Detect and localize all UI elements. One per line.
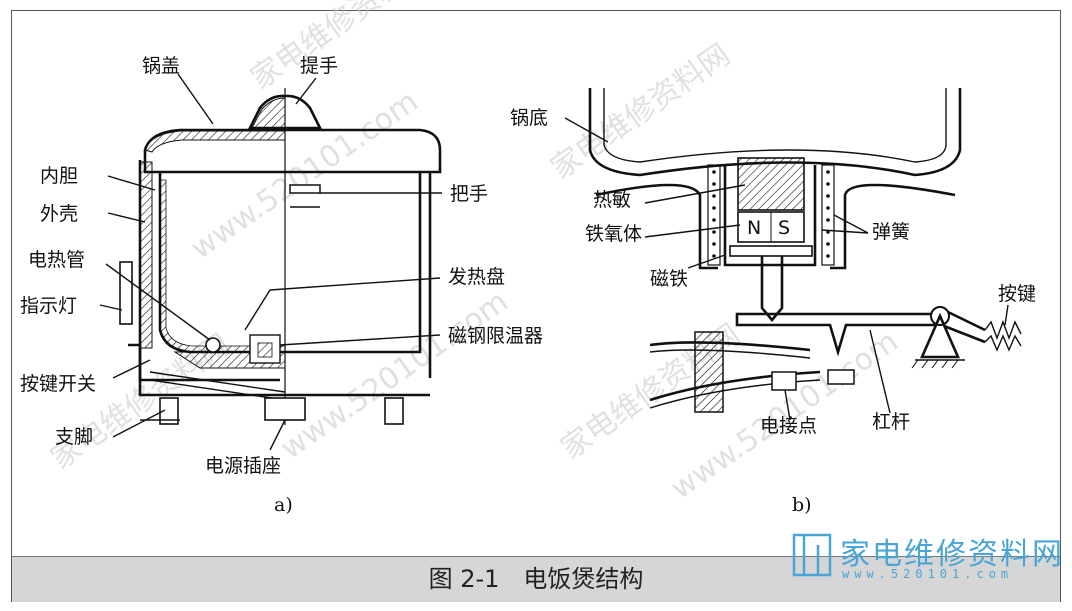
caption-bar: 图 2-1 电饭煲结构 (12, 556, 1060, 602)
label-spring: 弹簧 (872, 221, 910, 243)
watermark-text: www.520101.com (275, 284, 515, 467)
panel-b-limiter-detail: N S 锅底 热敏 铁氧 (510, 88, 1036, 516)
label-inner-pot: 内胆 (40, 165, 78, 187)
magnet-pole-s: S (778, 217, 790, 239)
label-side-handle: 把手 (450, 183, 488, 205)
label-pot-lid: 锅盖 (142, 55, 180, 77)
label-foot: 支脚 (55, 426, 93, 448)
figure-frame (11, 10, 1061, 602)
label-contact: 电接点 (760, 415, 817, 437)
label-heating-plate: 发热盘 (448, 266, 505, 288)
label-ferrite-1: 热敏 (593, 189, 631, 211)
label-key-switch: 按键开关 (20, 373, 96, 395)
panel-a-rice-cooker-section: 锅盖 提手 内胆 外壳 电热管 指示灯 按键开关 支脚 把手 发热盘 磁钢限温器… (20, 55, 543, 516)
watermark-text: www.520101.com (185, 84, 425, 267)
logo-mark-icon (792, 533, 832, 577)
panel-b-sublabel: b) (792, 494, 812, 516)
logo-url: www.520101.com (842, 567, 1014, 581)
label-button: 按键 (998, 283, 1036, 305)
site-logo: 家电维修资料网 www.520101.com (790, 527, 1070, 587)
label-indicator-light: 指示灯 (20, 295, 77, 317)
label-lever: 杠杆 (872, 411, 910, 433)
logo-text: 家电维修资料网 (840, 537, 1064, 572)
label-handle-top: 提手 (300, 55, 338, 77)
label-power-socket: 电源插座 (205, 455, 281, 477)
label-magnet: 磁铁 (650, 268, 688, 290)
figure-caption: 图 2-1 电饭煲结构 (428, 565, 644, 593)
label-ferrite-2: 铁氧体 (585, 223, 642, 245)
label-heating-tube: 电热管 (28, 249, 85, 271)
watermark-text: 家电维修资料网 (245, 0, 437, 97)
panel-a-sublabel: a) (274, 494, 293, 516)
label-magnetic-limiter: 磁钢限温器 (448, 325, 543, 347)
spring-coils (707, 164, 835, 266)
label-pot-bottom: 锅底 (510, 107, 548, 129)
watermark-text: 家电维修资料网 (545, 37, 737, 186)
label-outer-shell: 外壳 (40, 203, 78, 225)
magnet-pole-n: N (747, 217, 761, 239)
